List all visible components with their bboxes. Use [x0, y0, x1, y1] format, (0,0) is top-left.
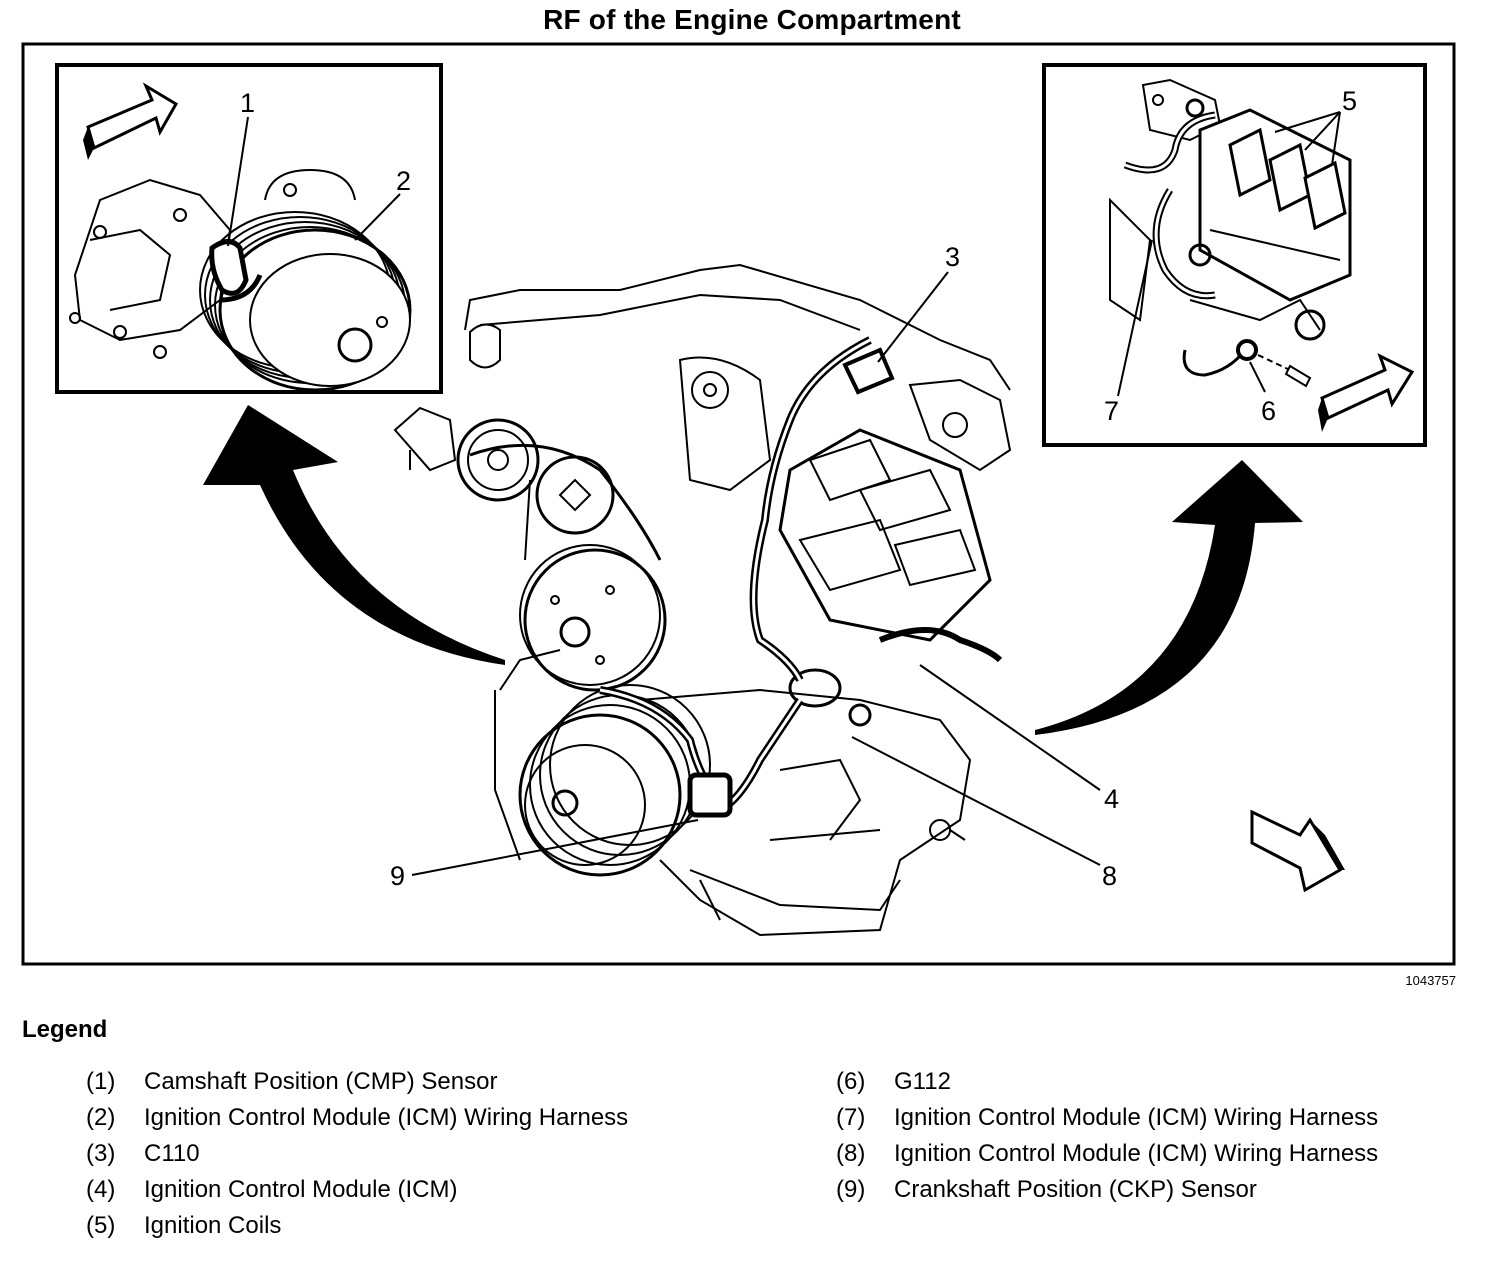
legend-item-text: Crankshaft Position (CKP) Sensor: [894, 1176, 1257, 1203]
direction-arrow-icon: [1320, 352, 1415, 421]
diagram-title: RF of the Engine Compartment: [543, 4, 961, 35]
legend-item: (5) Ignition Coils: [86, 1211, 646, 1241]
legend-item: (7) Ignition Control Module (ICM) Wiring…: [836, 1103, 1436, 1133]
legend-item-number: (8): [836, 1140, 866, 1167]
callout-5: 5: [1342, 86, 1357, 116]
legend-item: (9) Crankshaft Position (CKP) Sensor: [836, 1175, 1436, 1205]
callout-4: 4: [1104, 784, 1119, 814]
legend-item-text: Camshaft Position (CMP) Sensor: [144, 1068, 498, 1095]
wiring-harness: [599, 336, 1003, 814]
legend-item-text: Ignition Control Module (ICM) Wiring Har…: [144, 1104, 629, 1131]
legend-item-text: C110: [144, 1140, 200, 1167]
legend-item: (1) Camshaft Position (CMP) Sensor: [86, 1067, 646, 1097]
figure-number: 1043757: [1405, 973, 1456, 988]
callout-8: 8: [1102, 861, 1117, 891]
legend-item-text: Ignition Coils: [144, 1212, 282, 1239]
legend-item-number: (2): [86, 1104, 116, 1131]
cmp-sensor-icon: [209, 239, 249, 296]
callout-3: 3: [945, 242, 960, 272]
left-inset: 1 2: [55, 63, 443, 394]
legend-heading: Legend: [22, 1016, 108, 1043]
curved-arrow-left-icon: [203, 405, 505, 665]
legend-item-text: G112: [894, 1068, 951, 1095]
legend-item-text: Ignition Control Module (ICM) Wiring Har…: [894, 1104, 1379, 1131]
legend-column-left: (1) Camshaft Position (CMP) Sensor (2) I…: [86, 1067, 646, 1247]
callout-2: 2: [396, 166, 411, 196]
ckp-sensor-icon: [687, 772, 733, 818]
legend-item: (2) Ignition Control Module (ICM) Wiring…: [86, 1103, 646, 1133]
legend-item: (6) G112: [836, 1067, 1436, 1097]
curved-arrow-right-icon: [1035, 460, 1303, 735]
legend-item-number: (9): [836, 1176, 866, 1203]
callout-1: 1: [240, 88, 255, 118]
main-frame: [21, 42, 1456, 966]
legend-item-number: (4): [86, 1176, 116, 1203]
legend-item-number: (1): [86, 1068, 116, 1095]
legend-item-text: Ignition Control Module (ICM): [144, 1176, 458, 1203]
direction-arrow-icon: [86, 82, 179, 151]
ground-g112-icon: [1236, 339, 1258, 361]
legend-item-number: (5): [86, 1212, 116, 1239]
legend-item-number: (3): [86, 1140, 116, 1167]
direction-arrow-icon: [1250, 809, 1343, 893]
engine-illustration: [393, 263, 1012, 937]
engine-diagram: 1 2 5: [21, 42, 1456, 966]
legend-item: (3) C110: [86, 1139, 646, 1169]
legend-column-right: (6) G112 (7) Ignition Control Module (IC…: [836, 1067, 1436, 1211]
c110-connector-icon: [842, 347, 895, 395]
right-inset: 5 7 6: [1042, 63, 1427, 447]
legend-item-number: (6): [836, 1068, 866, 1095]
legend-item-text: Ignition Control Module (ICM) Wiring Har…: [894, 1140, 1379, 1167]
callout-7: 7: [1104, 396, 1119, 426]
callout-6: 6: [1261, 396, 1276, 426]
legend-item-number: (7): [836, 1104, 866, 1131]
legend-item: (4) Ignition Control Module (ICM): [86, 1175, 646, 1205]
callout-9: 9: [390, 861, 405, 891]
legend-item: (8) Ignition Control Module (ICM) Wiring…: [836, 1139, 1436, 1169]
